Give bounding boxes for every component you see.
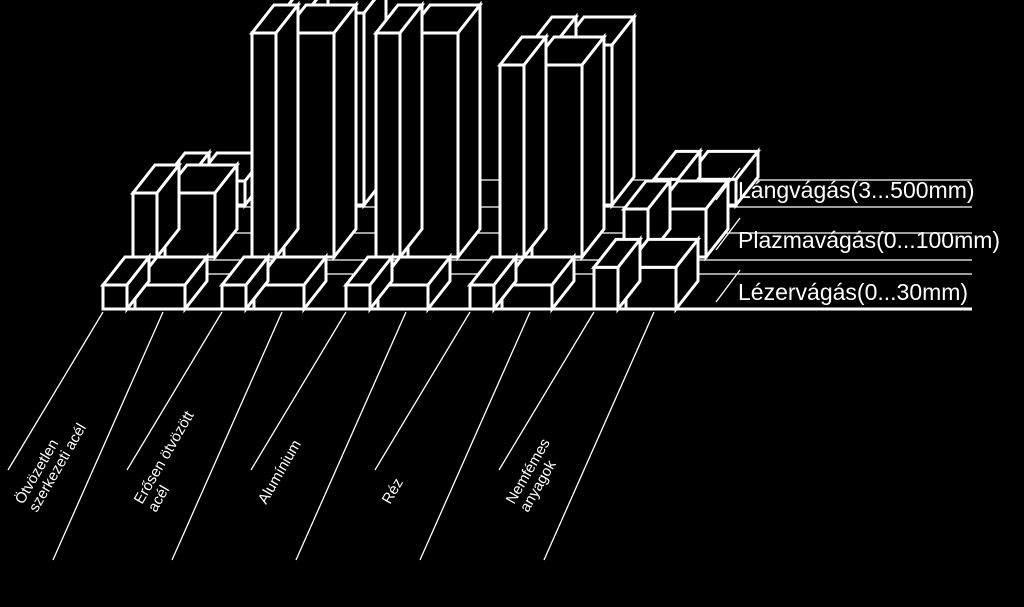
bar-b-side: [456, 0, 482, 262]
bar-a-front: [592, 265, 620, 311]
legend: Lángvágás(3...500mm) Plazmavágás(0...100m…: [715, 167, 1000, 305]
bar-a-front: [220, 283, 248, 311]
legend-label: Lézervágás(0...30mm): [738, 279, 968, 305]
bar-mark: [99, 252, 211, 314]
bar-a-front: [101, 283, 129, 311]
category-leader: [126, 311, 223, 471]
bar-mark: [590, 235, 702, 314]
bar-a-side: [522, 32, 548, 262]
category-label: Ötvözetlenszerkezeti acél: [11, 412, 90, 515]
category-label-line: Réz: [379, 475, 407, 507]
legend-leader: [715, 217, 741, 251]
bar-a-front: [374, 31, 402, 259]
category-leader: [419, 311, 531, 561]
bar-mark: [248, 0, 360, 262]
category-leader: [171, 311, 283, 561]
legend-label: Lángvágás(3...500mm): [738, 177, 975, 203]
bar-mark: [129, 160, 241, 262]
bar-a-front: [250, 31, 278, 259]
legend-leader: [715, 269, 741, 303]
category-leader: [374, 311, 471, 471]
bar-b-side: [610, 12, 636, 210]
bar-a-front: [498, 63, 526, 259]
category-leader: [295, 311, 407, 561]
bar-b-side: [332, 0, 358, 262]
bar-a-side: [274, 0, 300, 262]
category-leader: [543, 311, 655, 561]
bar-mark: [342, 252, 454, 314]
bar-b-side: [580, 32, 606, 262]
category-label-line: Alumínium: [255, 437, 305, 507]
legend-leader: [715, 167, 741, 201]
bar-mark: [466, 252, 578, 314]
category-leader: [52, 311, 164, 561]
category-leader: [250, 311, 347, 471]
category-leader: [7, 311, 104, 471]
category-leader: [498, 311, 595, 471]
bar-a-side: [398, 0, 424, 262]
category-label: Réz: [379, 475, 407, 507]
bar-mark: [372, 0, 484, 262]
bars-group: [99, 0, 762, 314]
legend-label: Plazmavágás(0...100mm): [738, 227, 1000, 253]
bar-mark: [496, 32, 608, 262]
bar-a-front: [344, 283, 372, 311]
bar-mark: [218, 252, 330, 314]
category-label: Alumínium: [255, 437, 305, 507]
bar-a-front: [131, 191, 159, 259]
bar-a-front: [468, 283, 496, 311]
